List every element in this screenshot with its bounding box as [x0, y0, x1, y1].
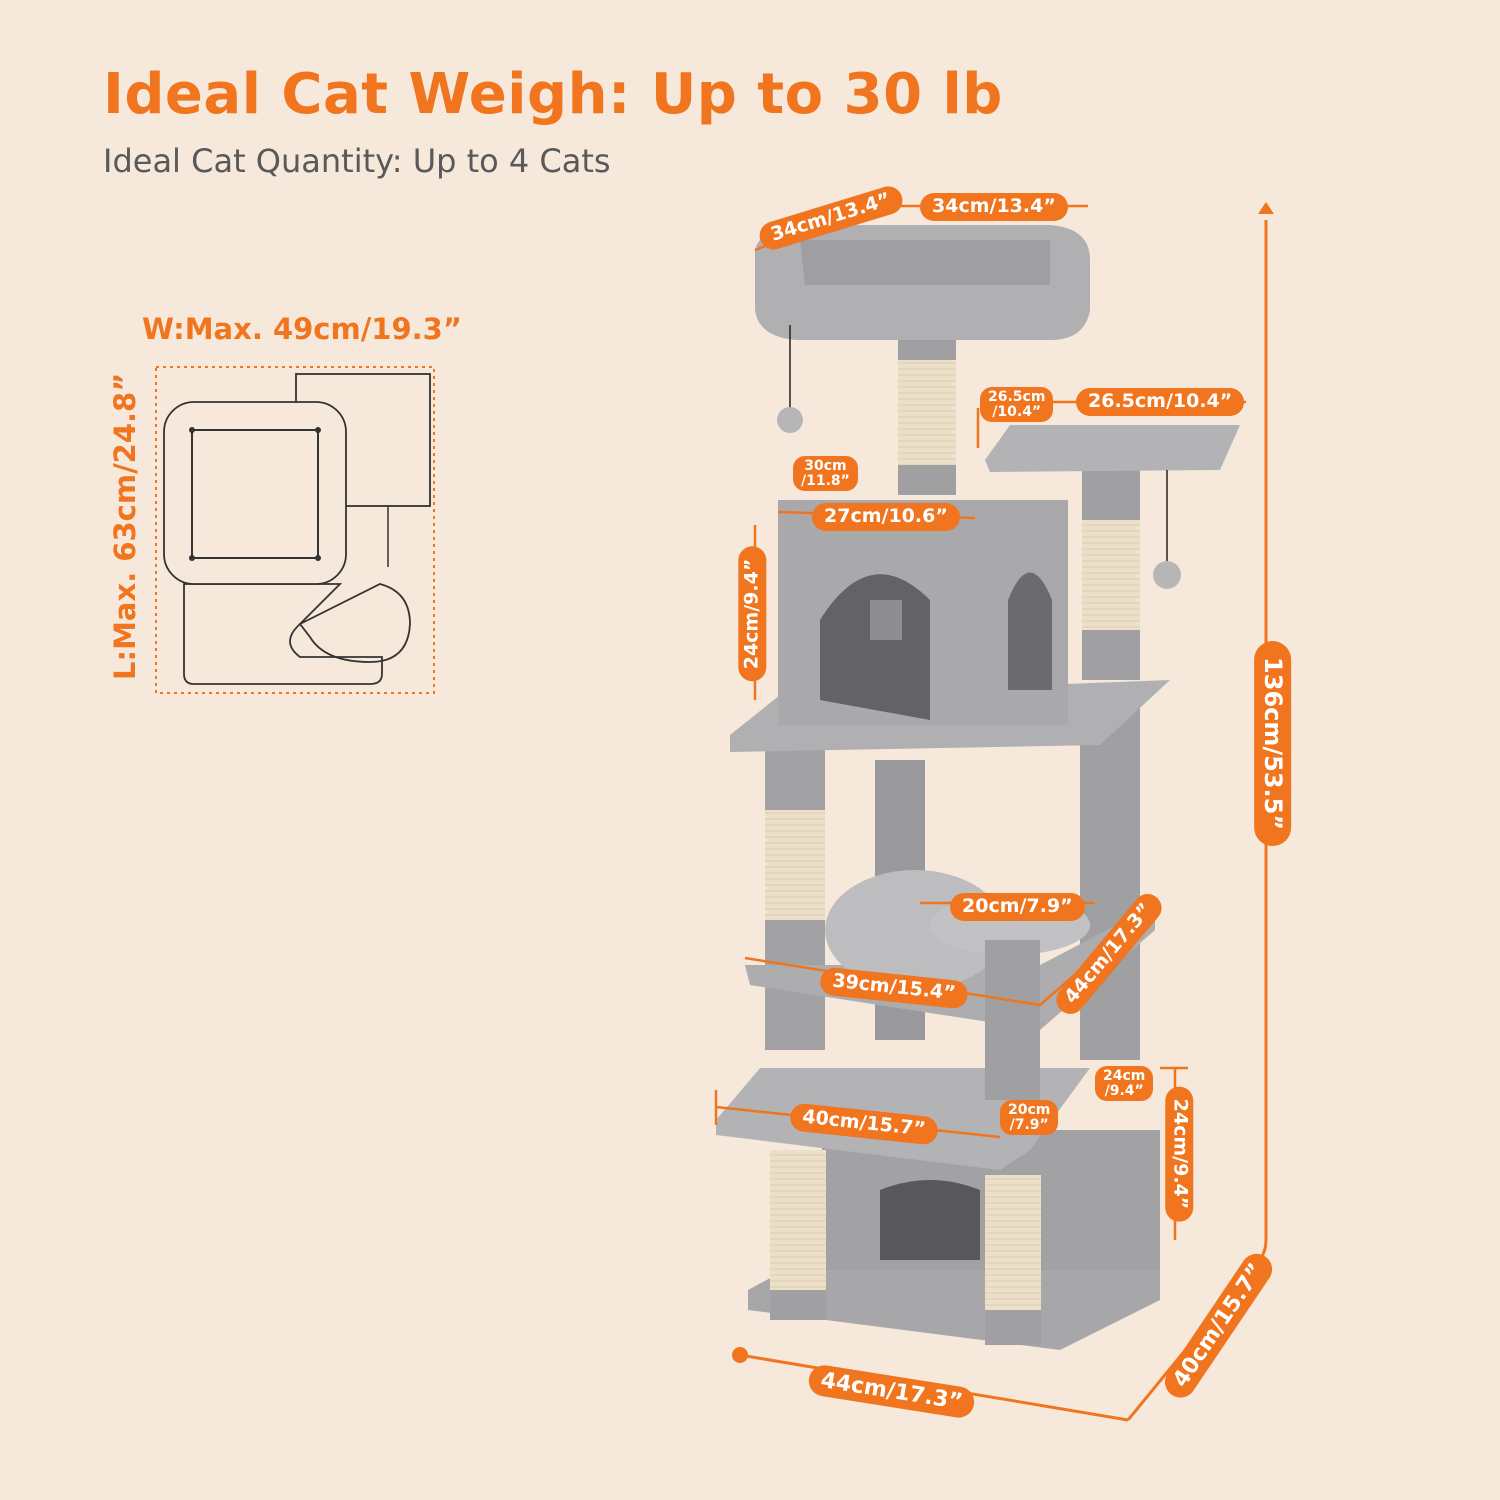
dim-side-perch-depth: 26.5cm /10.4”: [980, 387, 1054, 423]
toy-ball: [1153, 561, 1181, 589]
footprint-diagram: [155, 366, 435, 694]
upper-condo-door: [820, 574, 930, 720]
dim-condo-height: 24cm/9.4”: [738, 546, 767, 682]
footprint-screw: [189, 427, 195, 433]
subheadline: Ideal Cat Quantity: Up to 4 Cats: [103, 142, 611, 180]
footprint-boundary: [155, 366, 435, 694]
footprint-basket: [298, 583, 411, 663]
basket-post: [985, 940, 1040, 1100]
mid-post: [1080, 700, 1140, 1060]
height-arrow-head: [1258, 202, 1274, 214]
base-board: [748, 1262, 1160, 1350]
lower-condo-door: [880, 1180, 980, 1260]
footprint-screw: [315, 427, 321, 433]
footprint-length-label: L:Max. 63cm/24.8”: [108, 372, 142, 680]
upper-condo-side-door: [1008, 572, 1052, 690]
headline: Ideal Cat Weigh: Up to 30 lb: [103, 62, 1003, 127]
toy-ball: [777, 407, 803, 433]
footprint-top-perch-inner: [191, 429, 319, 559]
dim-lower-condo-height: 24cm/9.4”: [1165, 1086, 1194, 1222]
footprint-screw: [315, 555, 321, 561]
dim-lower-platform-depth: 20cm /7.9”: [1000, 1100, 1059, 1136]
footprint-width-label: W:Max. 49cm/19.3”: [142, 312, 462, 346]
dim-lower-condo-depth: 24cm /9.4”: [1095, 1066, 1154, 1102]
cat-tree-illustration: [714, 202, 1274, 1422]
side-perch: [985, 425, 1240, 472]
base-width-arrow-end: [732, 1347, 748, 1363]
dim-total-height: 136cm/53.5”: [1253, 641, 1292, 847]
footprint-top-perch: [163, 401, 347, 585]
dim-top-perch-width: 34cm/13.4”: [920, 193, 1068, 221]
footprint-screw: [189, 555, 195, 561]
dim-side-perch-width: 26.5cm/10.4”: [1076, 388, 1245, 416]
dim-condo-width: 27cm/10.6”: [812, 503, 960, 531]
dim-basket-diameter: 20cm/7.9”: [950, 893, 1085, 921]
dim-condo-depth: 30cm /11.8”: [793, 456, 858, 492]
footprint-lower-base: [183, 583, 383, 685]
